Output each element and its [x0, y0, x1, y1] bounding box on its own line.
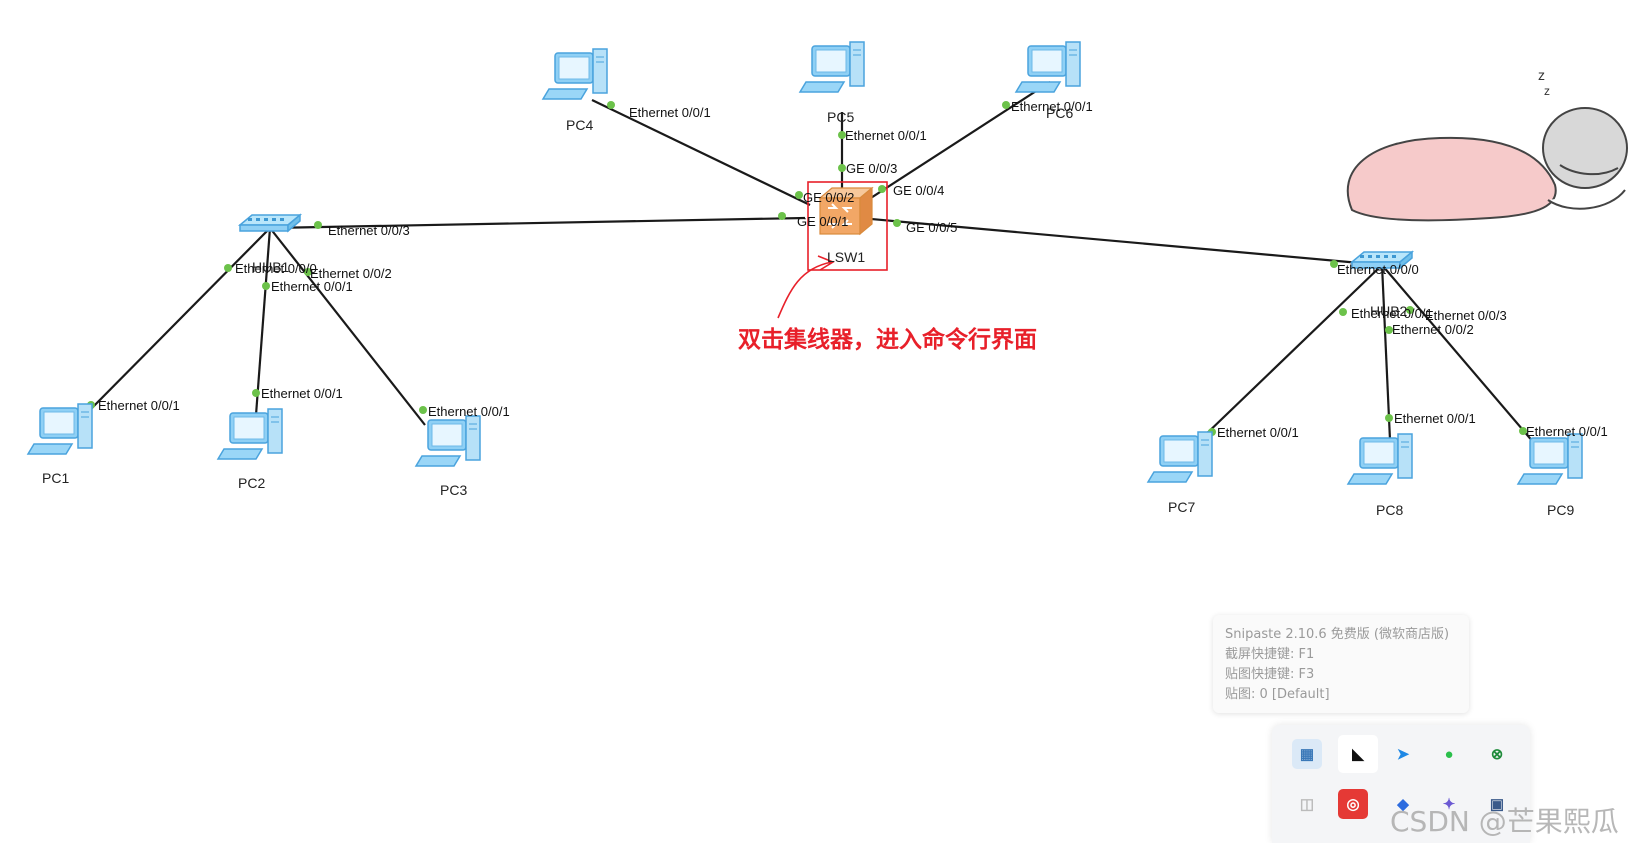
- pc1-port-label: Ethernet 0/0/1: [98, 398, 180, 413]
- hub2-port2-label: Ethernet 0/0/2: [1392, 322, 1474, 337]
- tray-icon-faded[interactable]: ◫: [1299, 796, 1315, 813]
- tray-app-icon-2[interactable]: ◆: [1397, 796, 1409, 813]
- pc5-label: PC5: [827, 109, 854, 125]
- sw-ge4-label: GE 0/0/4: [893, 183, 944, 198]
- pc7-port-label: Ethernet 0/0/1: [1217, 425, 1299, 440]
- pc1-icon[interactable]: [27, 403, 93, 455]
- svg-text:z: z: [1538, 67, 1545, 83]
- hub2-port1-label: Ethernet 0/0/1: [1351, 306, 1433, 321]
- pc4-port-label: Ethernet 0/0/1: [629, 105, 711, 120]
- hub2-label: HUB2: [1370, 303, 1408, 319]
- sw-ge2-label: GE 0/0/2: [803, 190, 854, 205]
- lsw1-label: LSW1: [827, 249, 865, 265]
- hub1-port3-label: Ethernet 0/0/3: [328, 223, 410, 238]
- netease-music-tray-icon[interactable]: ◎: [1338, 789, 1368, 819]
- snipaste-paste-count: 贴图: 0 [Default]: [1225, 687, 1330, 702]
- hub2-port0-label: Ethernet 0/0/0: [1337, 262, 1419, 277]
- sw-ge3-label: GE 0/0/3: [846, 161, 897, 176]
- snipaste-capture-hotkey: 截屏快捷键: F1: [1225, 647, 1315, 662]
- svg-text:z: z: [1544, 84, 1550, 98]
- pc9-label: PC9: [1547, 502, 1574, 518]
- snipaste-tooltip: Snipaste 2.10.6 免费版 (微软商店版) 截屏快捷键: F1 贴图…: [1213, 615, 1469, 713]
- pc3-label: PC3: [440, 482, 467, 498]
- pc3-icon[interactable]: [415, 415, 481, 467]
- port-dots: [87, 101, 1527, 436]
- links: [84, 81, 1541, 451]
- pc9-icon[interactable]: [1517, 433, 1583, 485]
- xbox-tray-icon[interactable]: ⊗: [1490, 746, 1504, 763]
- tray-app-icon-4[interactable]: ▣: [1489, 796, 1505, 813]
- pc3-port-label: Ethernet 0/0/1: [428, 404, 510, 419]
- pc6-port-label: Ethernet 0/0/1: [1011, 99, 1093, 114]
- annotation-text: 双击集线器，进入命令行界面: [738, 327, 1037, 353]
- pc4-label: PC4: [566, 117, 593, 133]
- hub1-label: HUB1: [252, 259, 290, 275]
- pc6-icon[interactable]: [1015, 41, 1081, 93]
- pc6-label: PC6: [1046, 105, 1073, 121]
- pc2-port-label: Ethernet 0/0/1: [261, 386, 343, 401]
- sleeping-character-sticker: z z: [1346, 67, 1628, 222]
- hub1-port1-label: Ethernet 0/0/1: [271, 279, 353, 294]
- snipaste-tray-icon[interactable]: ◣: [1338, 735, 1378, 773]
- feishu-tray-icon[interactable]: ➤: [1396, 746, 1410, 763]
- annotation-arrow: [777, 255, 835, 319]
- pc9-port-label: Ethernet 0/0/1: [1526, 424, 1608, 439]
- pc5-icon[interactable]: [799, 41, 865, 93]
- pc2-icon[interactable]: [217, 408, 283, 460]
- pc4-icon[interactable]: [542, 48, 608, 100]
- hub1-icon[interactable]: [239, 214, 301, 232]
- lsw1-icon[interactable]: [818, 186, 874, 236]
- hub1-port2-label: Ethernet 0/0/2: [310, 266, 392, 281]
- system-tray-overflow: ▦ ◣ ➤ ● ⊗ ◫ ◎ ◆ ✦ ▣: [1272, 725, 1530, 843]
- sw-ge5-label: GE 0/0/5: [906, 220, 957, 235]
- sw-ge1-label: GE 0/0/1: [797, 214, 848, 229]
- wechat-tray-icon[interactable]: ●: [1444, 745, 1454, 763]
- pc1-label: PC1: [42, 470, 69, 486]
- snipaste-version: Snipaste 2.10.6 免费版 (微软商店版): [1225, 627, 1450, 642]
- pc7-icon[interactable]: [1147, 431, 1213, 483]
- pc8-icon[interactable]: [1347, 433, 1413, 485]
- pc5-port-label: Ethernet 0/0/1: [845, 128, 927, 143]
- tray-app-icon-3[interactable]: ✦: [1442, 796, 1456, 813]
- hub1-port0-label: Ethernet 0/0/0: [235, 261, 317, 276]
- pc8-port-label: Ethernet 0/0/1: [1394, 411, 1476, 426]
- pc8-label: PC8: [1376, 502, 1403, 518]
- hub2-port3-label: Ethernet 0/0/3: [1425, 308, 1507, 323]
- switch-highlight-box: [807, 181, 888, 271]
- pc7-label: PC7: [1168, 499, 1195, 515]
- snipaste-paste-hotkey: 贴图快捷键: F3: [1225, 667, 1315, 682]
- pc2-label: PC2: [238, 475, 265, 491]
- tray-app-icon[interactable]: ▦: [1292, 739, 1322, 769]
- csdn-watermark: CSDN @芒果熙瓜: [1390, 805, 1619, 838]
